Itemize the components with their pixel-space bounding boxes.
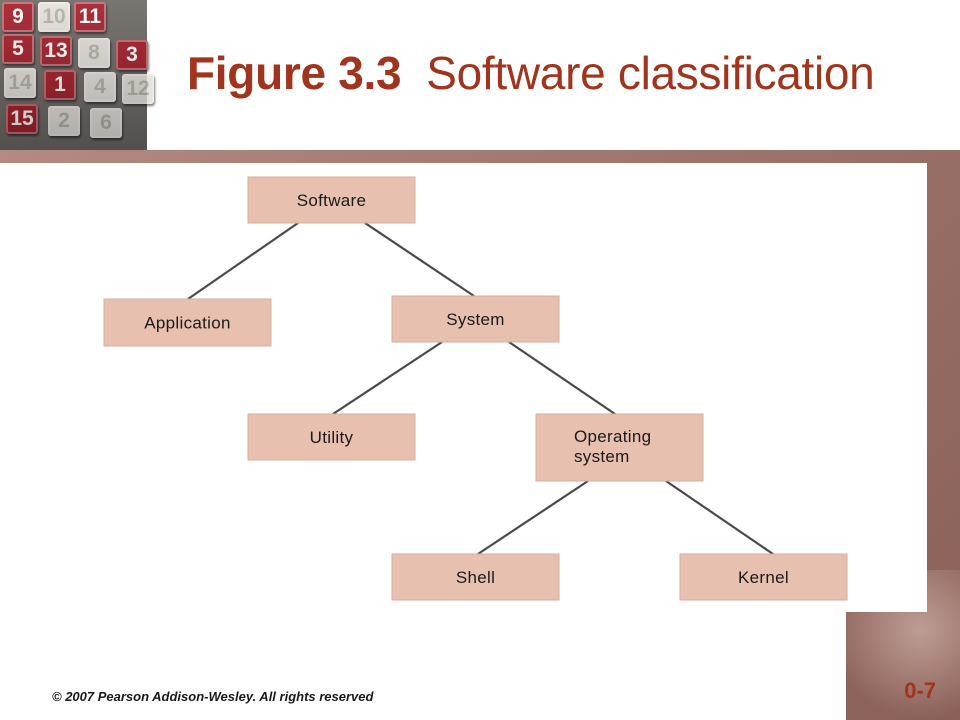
node-label: Kernel: [738, 568, 789, 587]
puzzle-image: 9 10 11 5 13 8 3 14 1 4 12 15 2 6: [0, 0, 154, 150]
node-application: Application: [103, 298, 272, 347]
figure-label: Figure 3.3: [187, 47, 402, 99]
node-box: [247, 413, 416, 461]
node-label: System: [446, 310, 504, 329]
puzzle-tile: 9: [2, 2, 34, 32]
node-label: Operating: [574, 427, 651, 446]
slide-number: 0-7: [904, 678, 936, 703]
node-kernel: Kernel: [679, 553, 848, 601]
edge-system-to-utility: [332, 341, 443, 415]
puzzle-tile: 8: [78, 38, 110, 68]
puzzle-tile: 3: [116, 40, 148, 70]
node-box: [103, 298, 272, 347]
node-label: Software: [297, 191, 367, 210]
figure-caption: Software classification: [426, 47, 875, 99]
footer-area: [0, 610, 846, 720]
slide-title: Figure 3.3 Software classification: [187, 46, 875, 100]
node-box: [535, 413, 704, 482]
puzzle-tile: 13: [40, 36, 72, 66]
copyright-notice: © 2007 Pearson Addison-Wesley. All right…: [52, 689, 374, 704]
node-software: Software: [247, 176, 416, 224]
node-label: Shell: [456, 568, 495, 587]
edge-software-to-system: [364, 222, 475, 297]
node-label: system: [574, 447, 630, 466]
puzzle-tile: 14: [4, 68, 36, 98]
node-box: [391, 295, 560, 343]
edge-operating-system-to-shell: [477, 480, 589, 555]
node-label: Utility: [310, 428, 354, 447]
node-box: [679, 553, 848, 601]
edge-operating-system-to-kernel: [665, 480, 774, 555]
edge-system-to-operating-system: [508, 341, 616, 415]
node-utility: Utility: [247, 413, 416, 461]
node-shell: Shell: [391, 553, 560, 601]
puzzle-tile: 2: [48, 106, 80, 136]
node-box: [391, 553, 560, 601]
node-box: [247, 176, 416, 224]
puzzle-tile: 15: [6, 104, 38, 134]
puzzle-tile: 1: [44, 70, 76, 100]
puzzle-tile: 11: [74, 2, 106, 32]
edge-software-to-application: [187, 222, 299, 300]
puzzle-tile: 6: [90, 108, 122, 138]
puzzle-tile: 4: [84, 72, 116, 102]
node-system: System: [391, 295, 560, 343]
puzzle-tile: 5: [2, 34, 34, 64]
node-label: Application: [144, 314, 230, 333]
puzzle-tile: 10: [38, 2, 70, 32]
puzzle-tile: 12: [122, 74, 154, 104]
